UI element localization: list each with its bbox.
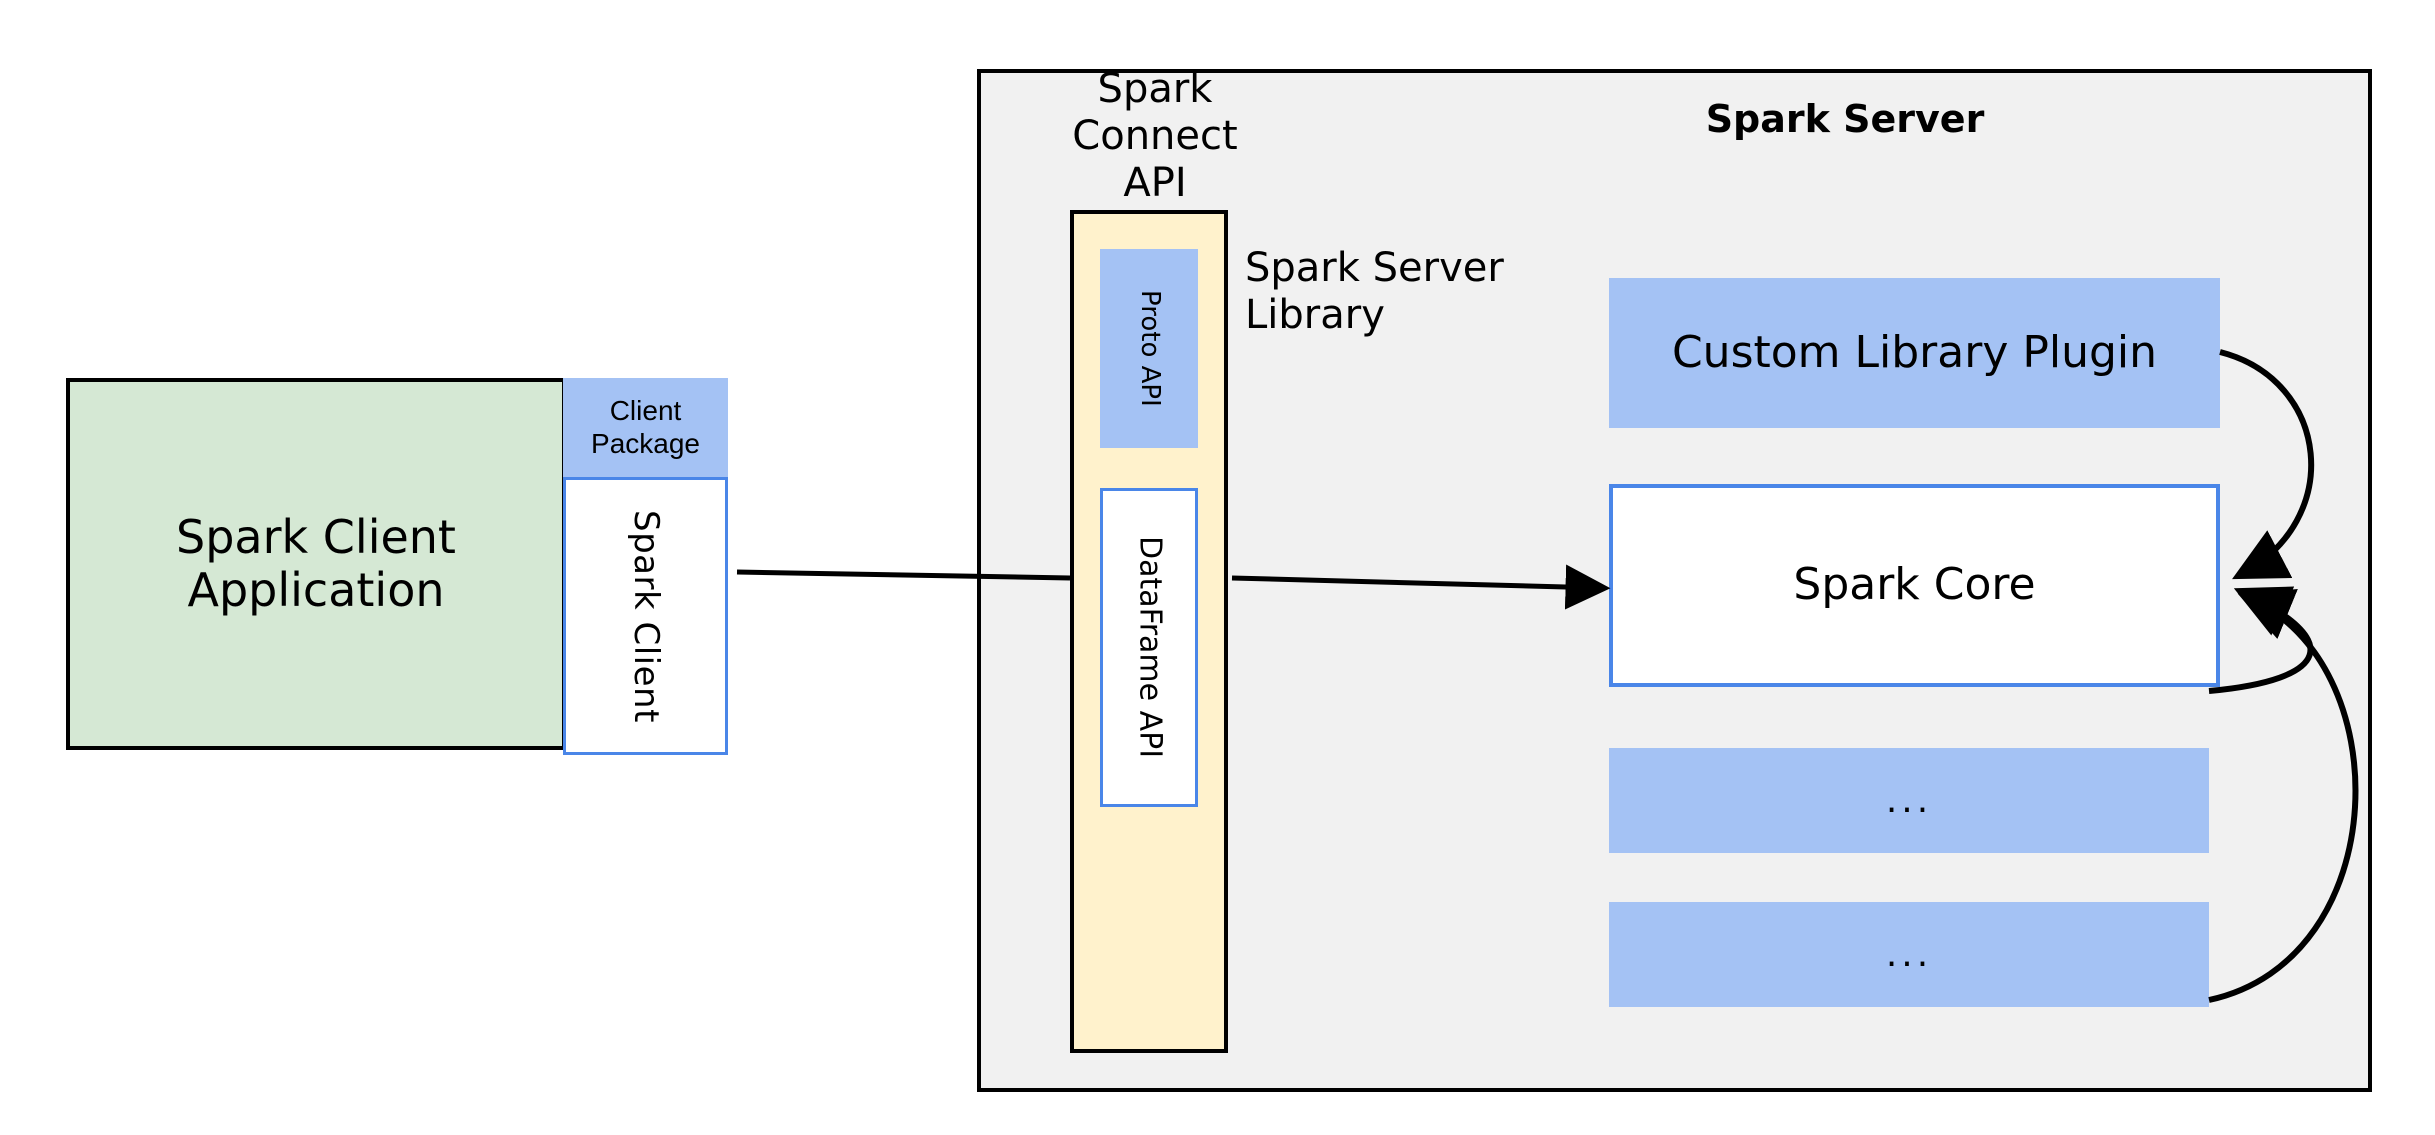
client-package-label: Client Package <box>591 395 700 459</box>
client-package-box[interactable]: Client Package <box>563 378 728 477</box>
proto-api-box[interactable]: Proto API <box>1100 249 1198 448</box>
dataframe-api-box[interactable]: DataFrame API <box>1100 488 1198 807</box>
spark-server-library-caption: Spark Server Library <box>1245 245 1504 339</box>
custom-library-plugin-label: Custom Library Plugin <box>1671 326 2158 378</box>
spark-core-label: Spark Core <box>1793 559 2036 611</box>
spark-server-title: Spark Server <box>1705 97 1985 141</box>
proto-api-label: Proto API <box>1134 290 1165 407</box>
spark-connect-api-caption: Spark Connect API <box>1072 66 1238 207</box>
additional-component-box-2[interactable]: ... <box>1609 902 2209 1007</box>
additional-component-label-2: ... <box>1885 933 1933 975</box>
custom-library-plugin-box[interactable]: Custom Library Plugin <box>1609 278 2220 428</box>
spark-client-application-label: Spark Client Application <box>176 510 456 617</box>
spark-client-box[interactable]: Spark Client <box>563 477 728 755</box>
spark-core-box[interactable]: Spark Core <box>1609 484 2220 687</box>
additional-component-box-1[interactable]: ... <box>1609 748 2209 853</box>
spark-client-label: Spark Client <box>626 509 667 723</box>
spark-client-application-box[interactable]: Spark Client Application <box>66 378 566 750</box>
dataframe-api-label: DataFrame API <box>1132 536 1168 759</box>
additional-component-label-1: ... <box>1885 779 1933 821</box>
